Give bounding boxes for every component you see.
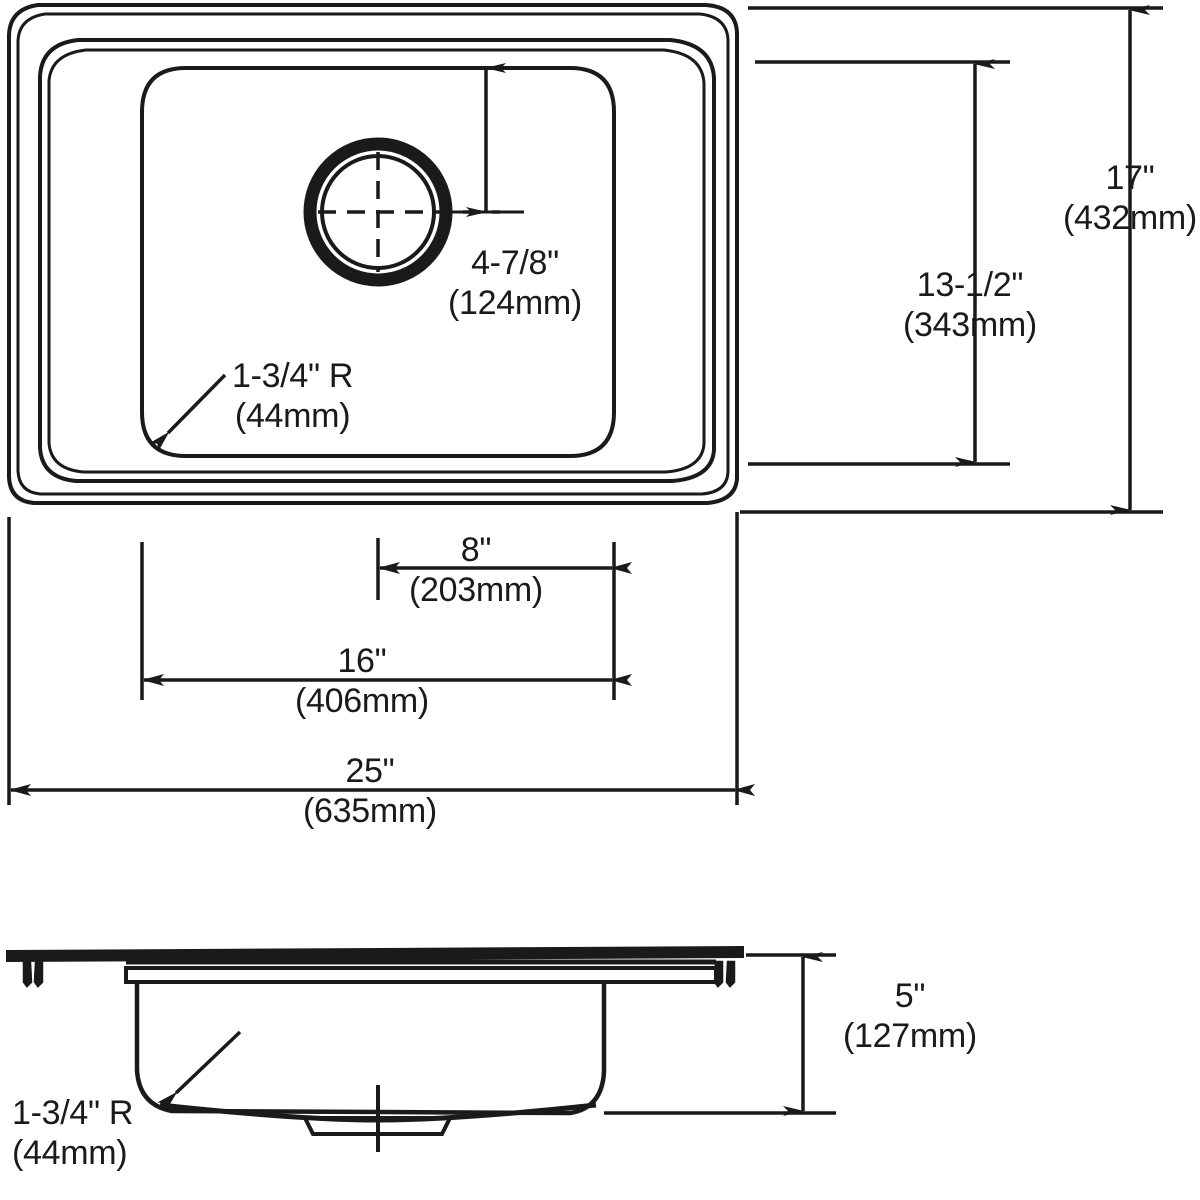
drain-center-dimension-label: 8" (203mm) — [409, 531, 543, 610]
bowl-height-dimension-label: 5" (127mm) — [843, 977, 977, 1056]
sink-rim-inner-step — [38, 38, 716, 483]
sink-bowl-outline — [140, 66, 616, 458]
bowl-height-dimension-lines — [604, 952, 836, 1116]
drain-offset-dimension — [443, 63, 524, 217]
right-dimension-group — [740, 4, 1163, 515]
bowl-depth-dimension-label: 13-1/2" (343mm) — [903, 266, 1037, 345]
corner-radius-section-dimension-label: 1-3/4" R (44mm) — [12, 1094, 134, 1173]
sink-bowl-profile — [134, 983, 607, 1116]
overall-width-dimension-label: 25" (635mm) — [303, 752, 437, 831]
bottom-dimension-group — [7, 512, 755, 805]
mounting-clip — [22, 960, 736, 988]
sink-rim-outline — [7, 3, 739, 505]
sink-rim-profile — [6, 945, 744, 984]
overall-depth-dimension-label: 17" (432mm) — [1063, 159, 1197, 238]
corner-radius-section-leader — [157, 1030, 242, 1112]
cross-section-view — [6, 945, 836, 1152]
drain-offset-dimension-label: 4-7/8" (124mm) — [448, 244, 582, 323]
bowl-width-dimension-label: 16" (406mm) — [295, 642, 429, 721]
corner-radius-top-dimension-label: 1-3/4" R (44mm) — [232, 357, 354, 436]
corner-radius-top-leader — [149, 373, 227, 452]
top-plan-view — [7, 3, 739, 505]
